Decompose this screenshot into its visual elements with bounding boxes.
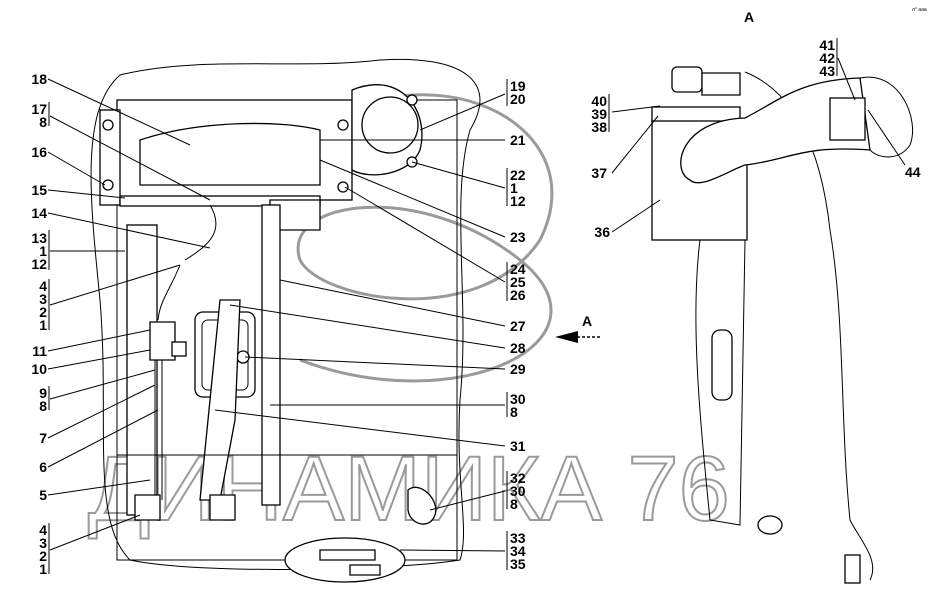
callout-number: 43 <box>819 63 835 79</box>
bolt-16 <box>102 119 114 131</box>
callout-number: 30 <box>510 483 526 499</box>
callout-number: 4 <box>39 522 47 538</box>
callout-number: 4 <box>39 278 47 294</box>
corner-mark: л° ааа <box>912 7 927 13</box>
callout-number: 25 <box>510 274 526 290</box>
clamp-4 <box>134 494 161 521</box>
callout-number: 33 <box>510 530 526 546</box>
callout-number: 18 <box>31 71 47 87</box>
callout-number: 38 <box>591 119 607 135</box>
view-direction-arrow: A <box>555 313 600 343</box>
view-a-title: A <box>744 9 754 25</box>
callout-number: 8 <box>39 398 47 414</box>
callout-number: 31 <box>510 438 526 454</box>
callout-number: 8 <box>510 404 518 420</box>
callout-number: 1 <box>39 317 47 333</box>
filter-44 <box>829 97 866 141</box>
callout-number: 9 <box>39 385 47 401</box>
callout-number: 40 <box>591 93 607 109</box>
callout-bars <box>48 38 838 574</box>
callout-number: 23 <box>510 229 526 245</box>
callout-number: 28 <box>510 340 526 356</box>
callout-number: 1 <box>39 243 47 259</box>
intake-hose <box>680 77 871 184</box>
callout-number: 3 <box>39 291 47 307</box>
callout-number: 29 <box>510 361 526 377</box>
callout-number: 35 <box>510 556 526 572</box>
callout-number: 1 <box>39 561 47 577</box>
side-panel <box>695 239 746 526</box>
callout-number: 26 <box>510 287 526 303</box>
watermark-swirl <box>296 93 554 383</box>
callout-number: 10 <box>31 361 47 377</box>
callout-number: 32 <box>510 470 526 486</box>
center-rail <box>261 204 281 506</box>
left-rail <box>126 224 158 516</box>
callout-number: 14 <box>31 205 47 221</box>
hose-3 <box>157 264 181 321</box>
callout-number: 8 <box>39 114 47 130</box>
leader-lines <box>47 78 506 552</box>
callout-number: 2 <box>39 548 47 564</box>
callout-number: 15 <box>31 182 47 198</box>
hood-outline <box>90 58 481 570</box>
callout-number: 3 <box>39 535 47 551</box>
callout-labels: 1817816151413112432111109876543211920212… <box>31 37 920 577</box>
callout-number: 30 <box>510 391 526 407</box>
view-a: A л° ааа <box>651 7 927 584</box>
intake-flange <box>361 96 419 154</box>
callout-number: 11 <box>32 343 47 359</box>
callout-number: 6 <box>39 459 47 475</box>
bolt-16b <box>102 179 114 191</box>
tube-6 <box>154 360 163 500</box>
air-cleaner-housing <box>139 122 321 186</box>
callout-number: 7 <box>39 430 47 446</box>
view-a-leaders <box>611 57 906 233</box>
callout-number: 5 <box>39 487 47 503</box>
callout-number: 12 <box>31 256 47 272</box>
callout-number: 37 <box>591 165 607 181</box>
callout-number: 44 <box>905 164 921 180</box>
callout-number: 19 <box>510 78 526 94</box>
callout-number: 34 <box>510 543 526 559</box>
callout-number: 8 <box>510 496 518 512</box>
callout-number: 16 <box>31 144 47 160</box>
callout-number: 2 <box>39 304 47 320</box>
callout-number: 21 <box>510 132 526 148</box>
callout-number: 13 <box>31 230 47 246</box>
callout-number: 12 <box>510 193 526 209</box>
elbow-32 <box>407 486 437 525</box>
valve-10 <box>149 321 176 361</box>
callout-number: 24 <box>510 261 526 277</box>
front-view <box>90 58 481 583</box>
callout-number: 27 <box>510 318 526 334</box>
callout-number: 20 <box>510 91 526 107</box>
callout-number: 41 <box>819 37 835 53</box>
callout-number: 42 <box>819 50 835 66</box>
callout-number: 22 <box>510 167 526 183</box>
cover-37 <box>651 106 741 122</box>
wire-14 <box>184 204 217 261</box>
arrow-label: A <box>582 313 592 329</box>
callout-number: 36 <box>594 224 610 240</box>
callout-number: 39 <box>591 106 607 122</box>
callout-number: 1 <box>510 180 518 196</box>
callout-number: 17 <box>31 101 47 117</box>
